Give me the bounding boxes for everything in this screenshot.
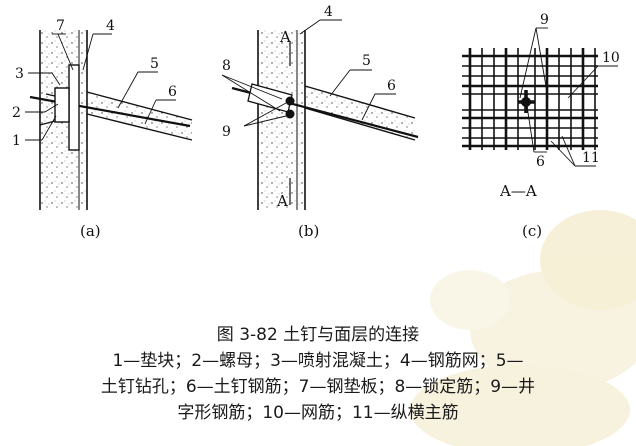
callout-b-6: 6 xyxy=(387,78,396,94)
callout-b-8: 8 xyxy=(222,58,231,74)
panel-b-label: (b) xyxy=(298,222,319,240)
panel-a-callouts: 7 4 3 5 2 6 1 xyxy=(12,18,177,149)
callout-a-3: 3 xyxy=(15,66,24,82)
panel-b-leaders xyxy=(221,19,396,127)
callout-c-9: 9 xyxy=(540,12,549,28)
panel-c-callouts: 9 10 6 11 xyxy=(536,12,620,170)
callout-b-4: 4 xyxy=(324,4,333,20)
panel-a-label: (a) xyxy=(80,222,101,240)
callout-a-4: 4 xyxy=(106,18,115,34)
callout-a-6: 6 xyxy=(168,84,177,100)
section-mark-bottom: A xyxy=(276,192,288,210)
callout-a-7: 7 xyxy=(56,18,65,34)
callout-a-1: 1 xyxy=(12,133,21,149)
callout-c-11: 11 xyxy=(582,150,600,166)
callout-c-10: 10 xyxy=(602,50,620,66)
panel-c-leaders xyxy=(519,27,618,167)
section-mark-top: A xyxy=(279,28,291,46)
background-flower-image xyxy=(410,210,636,446)
callout-a-5: 5 xyxy=(150,56,159,72)
panel-c-label: (c) xyxy=(522,222,542,240)
callout-b-9: 9 xyxy=(222,124,231,140)
panel-c-mesh xyxy=(462,48,598,150)
callout-b-5: 5 xyxy=(362,53,371,69)
caption-line-2: 土钉钻孔；6—土钉钢筋；7—钢垫板；8—锁定筋；9—井 xyxy=(100,377,536,397)
panel-a-drawing xyxy=(29,30,193,210)
callout-c-6: 6 xyxy=(536,154,545,170)
figure-title: 图 3-82 土钉与面层的连接 xyxy=(216,325,420,345)
section-mark-label: A—A xyxy=(499,182,537,200)
panel-c-drawing xyxy=(518,90,535,113)
caption-line-3: 字形钢筋；10—网筋；11—纵横主筋 xyxy=(177,403,459,423)
panel-a-leaders xyxy=(25,33,176,141)
caption-line-1: 1—垫块；2—螺母；3—喷射混凝土；4—钢筋网；5— xyxy=(112,351,524,371)
panel-b-drawing xyxy=(231,30,419,210)
callout-a-2: 2 xyxy=(12,105,21,121)
panel-b-callouts: 4 8 5 6 9 xyxy=(222,4,396,140)
